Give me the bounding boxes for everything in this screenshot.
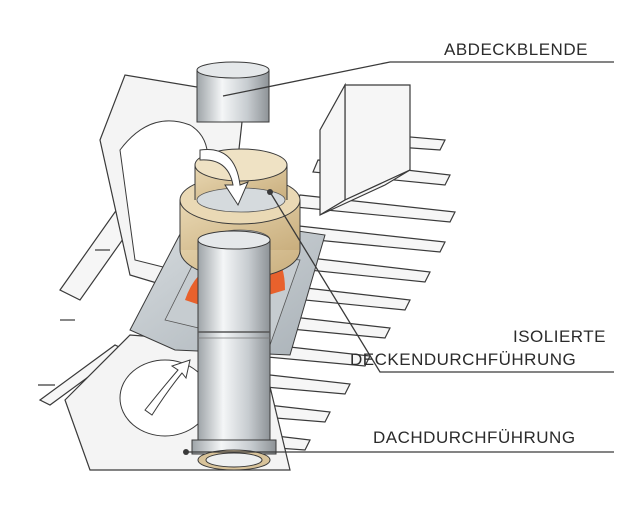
label-insulated-line2: DECKENDURCHFÜHRUNG: [350, 350, 577, 369]
assembly-arrows: [144, 148, 249, 416]
arrow-lower-icon: [144, 359, 191, 416]
chimney-box: [319, 82, 411, 217]
leader-cover-plate: [222, 61, 614, 97]
arrow-insulation-icon: [199, 148, 249, 207]
top-pipe: [196, 61, 270, 123]
main-pipe: [191, 230, 277, 471]
callout-lines: [186, 61, 614, 453]
leader-insulated: [269, 191, 614, 373]
label-cover-plate: ABDECKBLENDE: [444, 40, 588, 59]
roof-passage-dot: [183, 449, 189, 455]
label-roof-passage: DACHDURCHFÜHRUNG: [373, 428, 576, 447]
label-insulated-line1: ISOLIERTE: [513, 327, 606, 346]
